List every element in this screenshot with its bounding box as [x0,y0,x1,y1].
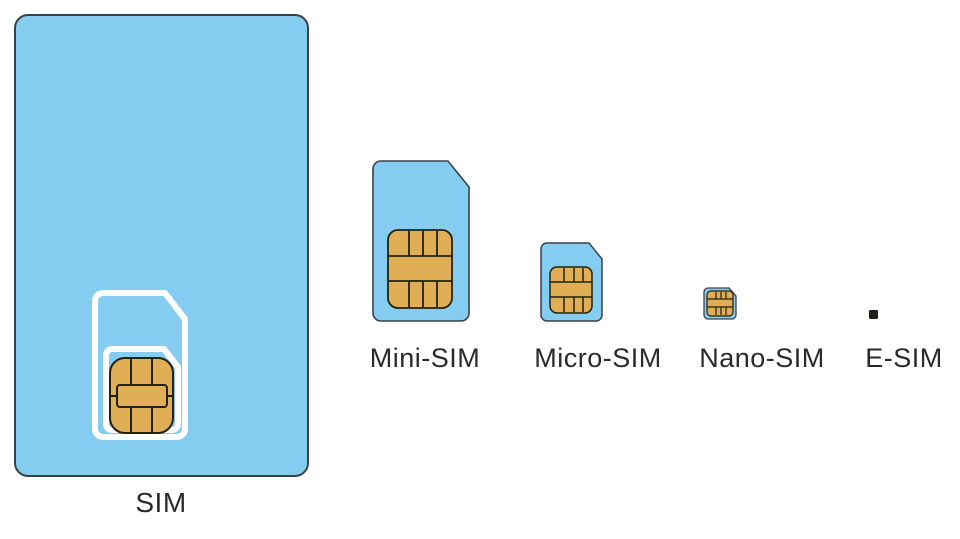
full-sim-chip-center-pad [116,384,168,408]
mini-sim-cutout-outline [92,290,188,440]
micro-sim-cutout-outline [103,346,181,433]
label-mini-sim: Mini-SIM [369,343,481,373]
nano-sim-chip-contact-lines [707,292,733,315]
full-sim-card-graphic [14,14,309,477]
label-e-sim: E-SIM [865,343,943,373]
full-sim-chip [109,357,174,434]
nano-sim-chip-pad [706,290,734,317]
full-sim-chip-contact-lines [110,359,173,432]
micro-sim-chip-pad [549,266,593,314]
mini-sim-chip [387,229,453,309]
mini-sim-card-graphic [372,160,470,322]
label-sim: SIM [135,487,187,518]
mini-sim-chip-pad [387,229,453,309]
esim-chip-dot [869,310,878,319]
full-sim-card-body [14,14,309,477]
label-micro-sim: Micro-SIM [534,343,662,373]
label-nano-sim: Nano-SIM [699,343,825,373]
nano-sim-chip [706,290,734,317]
micro-sim-card-graphic [540,242,603,322]
mini-sim-chip-contact-lines [388,231,452,307]
micro-sim-chip-contact-lines [550,268,592,312]
nano-sim-card-graphic [703,287,737,320]
micro-sim-chip [549,266,593,314]
